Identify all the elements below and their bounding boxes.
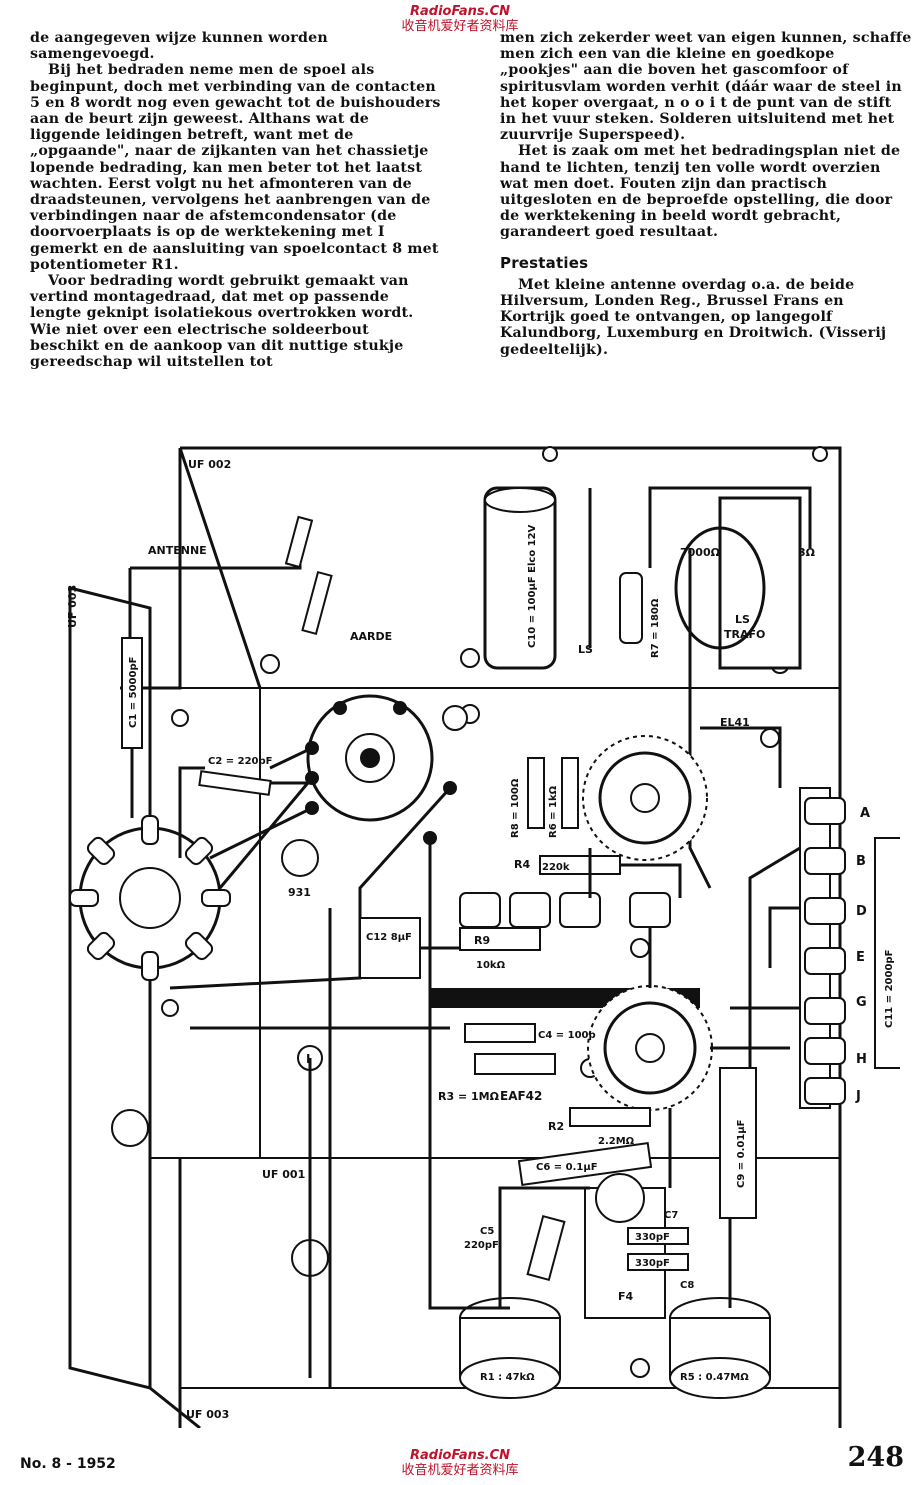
lug-row (459, 892, 671, 928)
label-r2: R2 (548, 1120, 564, 1133)
paragraph: Met kleine antenne overdag o.a. de beide… (500, 276, 887, 358)
label-antenne: ANTENNE (148, 544, 207, 557)
label-r9-value: 10kΩ (476, 960, 506, 971)
watermark-cn: 收音机爱好者资料库 (401, 19, 519, 34)
right-column: men zich zekerder weet van eigen kunnen,… (500, 30, 912, 358)
label-uf003-top: UF 003 (66, 585, 79, 628)
label-r7: R7 = 180Ω (650, 598, 661, 658)
label-eaf42: EAF42 (500, 1089, 542, 1103)
paragraph: de aangegeven wijze kunnen worden sameng… (30, 30, 328, 63)
tube-socket-eaf42 (587, 985, 713, 1111)
label-c8-value: 330pF (635, 1258, 670, 1269)
terminal-label: H (856, 1052, 867, 1067)
issue-number: No. 8 - 1952 (20, 1456, 116, 1472)
wire (178, 766, 310, 858)
wire (588, 486, 812, 889)
terminal-label: J (855, 1089, 861, 1104)
label-r8: R8 = 100Ω (510, 778, 521, 838)
watermark-site: RadioFans.CN (410, 4, 510, 19)
capacitor-c7 (627, 1227, 689, 1245)
paragraph: Bij het bedraden neme men de spoel als b… (30, 62, 441, 273)
watermark-bottom: RadioFans.CN 收音机爱好者资料库 (380, 1448, 540, 1478)
capacitor-c10 (483, 486, 557, 670)
antenna-terminal (284, 515, 314, 569)
resistor-r3 (474, 1053, 556, 1075)
watermark-site: RadioFans.CN (410, 1448, 510, 1463)
resistor-r8 (527, 757, 545, 829)
label-c1: C1 = 5000pF (128, 657, 139, 728)
resistor-r9 (459, 927, 541, 951)
label-trafo: TRAFO (724, 628, 765, 641)
label-c5: C5 (480, 1226, 494, 1237)
paragraph: Het is zaak om met het bedradingsplan ni… (500, 143, 901, 241)
label-r6: R6 = 1kΩ (548, 785, 559, 838)
label-r4-value: 220k (542, 862, 570, 873)
label-c11: C11 = 2000pF (884, 950, 895, 1028)
capacitor-c9 (719, 1067, 757, 1219)
label-uf001: UF 001 (262, 1168, 305, 1181)
terminal-label: G (856, 995, 867, 1010)
page-number: 248 (847, 1442, 904, 1473)
resistor-r7 (619, 572, 643, 644)
label-c7: C7 (664, 1210, 678, 1221)
tube-socket-el41 (582, 735, 708, 861)
label-7000: 7000Ω (680, 546, 721, 559)
wiring (190, 726, 801, 1388)
label-r5: R5 : 0.47MΩ (680, 1372, 749, 1383)
terminal-label: A (860, 806, 870, 821)
label-r2-value: 2.2MΩ (598, 1136, 635, 1147)
potentiometer-r5 (669, 1297, 771, 1399)
paragraph: men zich zekerder weet van eigen kunnen,… (500, 30, 912, 144)
section-heading: Prestaties (500, 253, 589, 272)
label-f4: F4 (618, 1290, 634, 1303)
wiring-diagram: UF 002 UF 003 UF 001 UF 003 ANTENNE AARD… (66, 446, 900, 1428)
watermark-top: RadioFans.CN 收音机爱好者资料库 (380, 4, 540, 34)
terminal-block (799, 787, 846, 1109)
label-r9: R9 (474, 934, 490, 947)
label-c2: C2 = 220pF (208, 756, 273, 767)
capacitor-c11 (874, 837, 900, 1069)
label-el41: EL41 (720, 716, 750, 729)
label-r3: R3 = 1MΩ (438, 1090, 500, 1103)
tuning-capacitor (281, 694, 468, 877)
antenna-wire (128, 548, 302, 638)
label-uf002: UF 002 (188, 458, 231, 471)
label-c6: C6 = 0.1µF (536, 1162, 598, 1173)
label-c9: C9 = 0.01µF (736, 1119, 747, 1188)
label-c10: C10 = 100µF Elco 12V (527, 524, 538, 648)
label-c7-value: 330pF (635, 1232, 670, 1243)
terminal-label: B (856, 854, 866, 869)
resistor-r6 (561, 757, 579, 829)
resistor-r2 (569, 1107, 651, 1127)
label-aarde: AARDE (350, 630, 392, 643)
potentiometer-r1 (459, 1297, 561, 1399)
aarde-terminal (301, 570, 333, 636)
label-i: I (306, 1052, 310, 1066)
label-3ohm: 3Ω (798, 546, 816, 559)
label-c4: C4 = 100p (538, 1030, 596, 1041)
capacitor-c8 (627, 1253, 689, 1271)
capacitor-c2 (198, 770, 272, 796)
watermark-cn: 收音机爱好者资料库 (401, 1463, 519, 1478)
label-r1: R1 : 47kΩ (480, 1372, 535, 1383)
label-coil: 931 (288, 886, 311, 899)
label-c8: C8 (680, 1280, 694, 1291)
wave-switch (69, 815, 231, 981)
capacitor-c6 (517, 1141, 653, 1187)
label-uf003-bottom: UF 003 (186, 1408, 229, 1421)
paragraph: Voor bedrading wordt gebruikt gemaakt va… (30, 273, 414, 371)
left-column: de aangegeven wijze kunnen worden sameng… (30, 30, 442, 370)
label-c12: C12 8µF (366, 932, 412, 943)
label-trafo-ls: LS (735, 613, 750, 626)
terminal-label: D (856, 904, 867, 919)
capacitor-c5 (526, 1214, 566, 1282)
label-c5-value: 220pF (464, 1240, 499, 1251)
label-r4: R4 (514, 858, 530, 871)
capacitor-c4 (464, 1023, 536, 1043)
capacitor-c12 (359, 917, 421, 979)
terminal-label: E (856, 950, 865, 965)
